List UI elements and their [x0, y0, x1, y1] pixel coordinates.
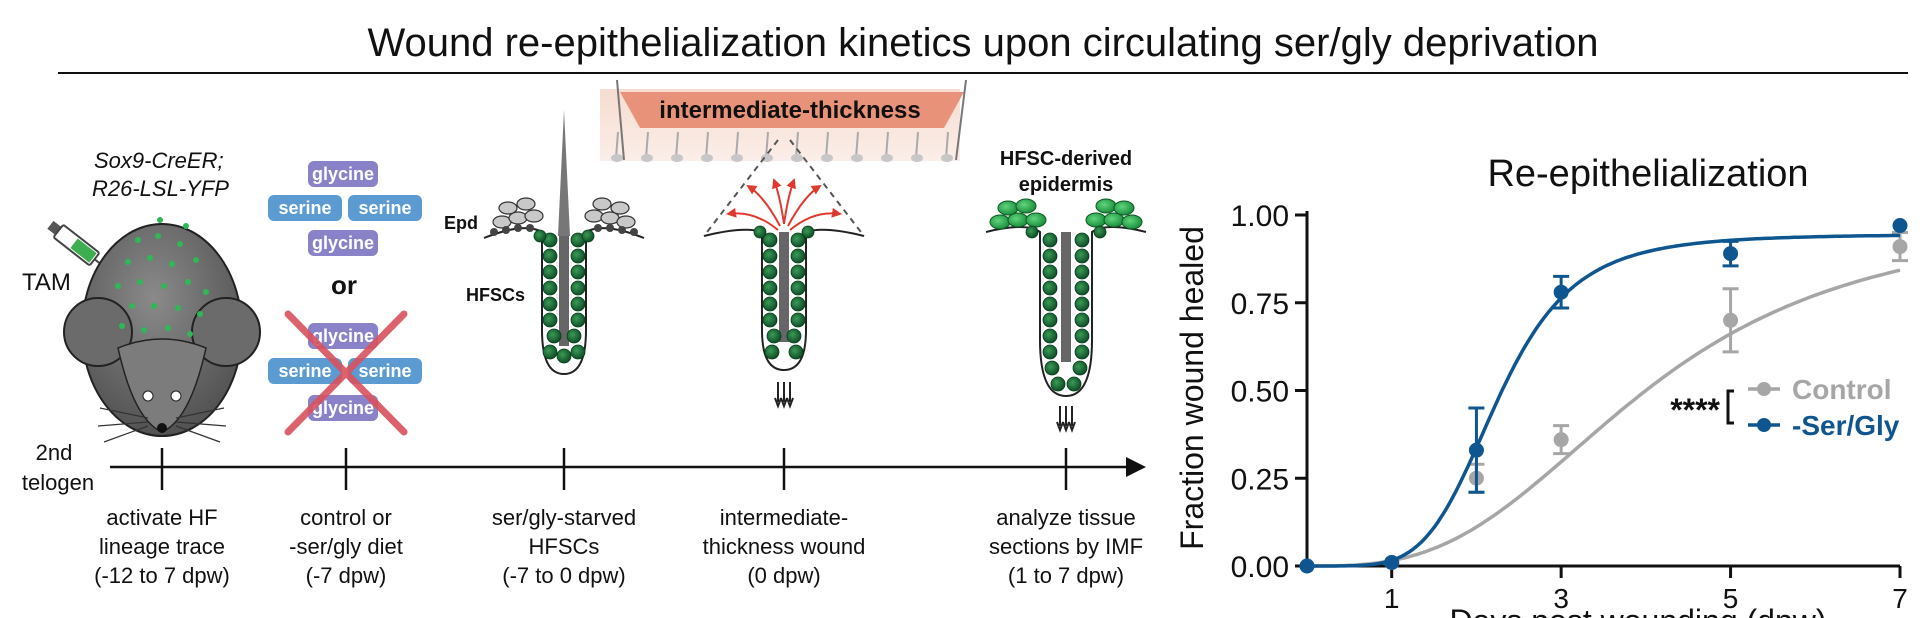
- event-label: analyze tissue: [996, 505, 1135, 530]
- glycine-pill-label: glycine: [312, 164, 374, 184]
- data-point: [1723, 312, 1739, 328]
- event-label: control or: [300, 505, 392, 530]
- significance-label: ****: [1670, 392, 1720, 428]
- chart-legend: Control -Ser/Gly ****: [1670, 374, 1900, 441]
- chart-marks: [1299, 218, 1908, 574]
- hfscs-label: HFSCs: [466, 285, 525, 305]
- glycine-pill: [308, 161, 378, 187]
- data-point: [1723, 246, 1739, 262]
- timeline-start-label-2: telogen: [22, 470, 94, 495]
- event-label: thickness wound: [703, 534, 866, 559]
- timeline-event: analyze tissue sections by IMF (1 to 7 d…: [989, 505, 1143, 588]
- mouse-illustration: Sox9-CreER; R26-LSL-YFP TAM: [22, 148, 261, 443]
- migration-arrows: [726, 178, 842, 231]
- legend-marker: [1757, 418, 1771, 432]
- glycine-pill: [308, 230, 378, 256]
- timeline-arrowhead: [1126, 457, 1146, 477]
- genotype-label: Sox9-CreER;: [94, 148, 224, 173]
- event-label: activate HF: [106, 505, 217, 530]
- timeline-event: ser/gly-starved HFSCs (-7 to 0 dpw): [492, 505, 636, 588]
- data-point: [1892, 239, 1908, 255]
- re-epithelialization-chart: Re-epithelialization Fraction wound heal…: [1174, 153, 1908, 618]
- diet-deprived: glycine serine serine glycine: [268, 310, 422, 436]
- timeline-event: activate HF lineage trace (-12 to 7 dpw): [94, 505, 230, 588]
- timeline-event: intermediate- thickness wound (0 dpw): [703, 505, 866, 588]
- event-label: (-12 to 7 dpw): [94, 563, 230, 588]
- glycine-pill: [308, 323, 378, 349]
- legend-marker: [1757, 382, 1771, 396]
- serine-pill-label: serine: [278, 198, 331, 218]
- y-tick-label: 1.00: [1231, 200, 1289, 233]
- event-label: HFSCs: [529, 534, 600, 559]
- serine-pill: [348, 195, 422, 221]
- event-label: -ser/gly diet: [289, 534, 403, 559]
- y-tick-label: 0.50: [1231, 376, 1289, 409]
- data-point: [1553, 432, 1569, 448]
- significance-bracket: [1726, 389, 1734, 425]
- x-tick-label: 3: [1553, 583, 1569, 614]
- x-tick-label: 5: [1723, 583, 1739, 614]
- event-label: (1 to 7 dpw): [1008, 563, 1124, 588]
- timeline: 2nd telogen activate HF lineage trace (-…: [22, 440, 1146, 588]
- glycine-pill-label: glycine: [312, 233, 374, 253]
- glycine-pill-label: glycine: [312, 326, 374, 346]
- event-label: intermediate-: [720, 505, 848, 530]
- chart-axes: 0.00 0.25 0.50 0.75 1.00 1 3 5 7: [1231, 200, 1908, 614]
- skin-banner: intermediate-thickness: [600, 79, 967, 162]
- syringe-icon: [47, 220, 113, 274]
- serine-pill: [348, 358, 422, 384]
- tam-label: TAM: [22, 269, 71, 296]
- y-tick-label: 0.25: [1231, 463, 1289, 496]
- chart-title: Re-epithelialization: [1487, 153, 1808, 195]
- x-axis-label: Days post wounding (dpw): [1449, 603, 1826, 618]
- follicle-wounded: [703, 139, 865, 409]
- y-tick-label: 0.00: [1231, 551, 1289, 584]
- event-label: ser/gly-starved: [492, 505, 636, 530]
- down-arrows-icon: [1056, 406, 1076, 433]
- event-label: sections by IMF: [989, 534, 1143, 559]
- glycine-pill-label: glycine: [312, 398, 374, 418]
- or-label: or: [331, 270, 357, 300]
- x-tick-label: 7: [1892, 583, 1908, 614]
- legend-label: -Ser/Gly: [1792, 410, 1900, 441]
- epd-label: Epd: [444, 213, 478, 233]
- y-axis-label: Fraction wound healed: [1174, 226, 1210, 550]
- x-tick-label: 1: [1384, 583, 1400, 614]
- serine-pill-label: serine: [278, 361, 331, 381]
- serine-pill-label: serine: [358, 198, 411, 218]
- event-label: (-7 dpw): [306, 563, 387, 588]
- wound-banner-label: intermediate-thickness: [659, 97, 920, 124]
- legend-label: Control: [1792, 374, 1892, 405]
- figure-title: Wound re-epithelialization kinetics upon…: [367, 21, 1598, 65]
- timeline-start-label: 2nd: [36, 440, 73, 465]
- hfsc-derived-label-2: epidermis: [1019, 174, 1113, 196]
- data-point: [1468, 442, 1484, 458]
- event-label: lineage trace: [99, 534, 225, 559]
- event-label: (0 dpw): [747, 563, 820, 588]
- data-point: [1299, 558, 1315, 574]
- follicle-regenerated: HFSC-derived epidermis: [985, 148, 1147, 433]
- data-point: [1553, 284, 1569, 300]
- follicle-starved: Epd HFSCs: [444, 110, 645, 376]
- timeline-event: control or -ser/gly diet (-7 dpw): [289, 505, 403, 588]
- genotype-label-2: R26-LSL-YFP: [92, 176, 229, 201]
- hfsc-derived-label: HFSC-derived: [1000, 148, 1132, 170]
- down-arrows-icon: [774, 382, 794, 409]
- fit-curve-serGly: [1307, 233, 1901, 568]
- data-point: [1892, 218, 1908, 234]
- y-tick-label: 0.75: [1231, 288, 1289, 321]
- serine-pill: [268, 358, 342, 384]
- serine-pill-label: serine: [358, 361, 411, 381]
- event-label: (-7 to 0 dpw): [502, 563, 626, 588]
- diet-control: glycine serine serine glycine: [268, 161, 422, 256]
- cross-out-icon: [284, 310, 408, 436]
- fit-curve-control: [1307, 268, 1901, 568]
- serine-pill: [268, 195, 342, 221]
- glycine-pill: [308, 395, 378, 421]
- data-point: [1384, 554, 1400, 570]
